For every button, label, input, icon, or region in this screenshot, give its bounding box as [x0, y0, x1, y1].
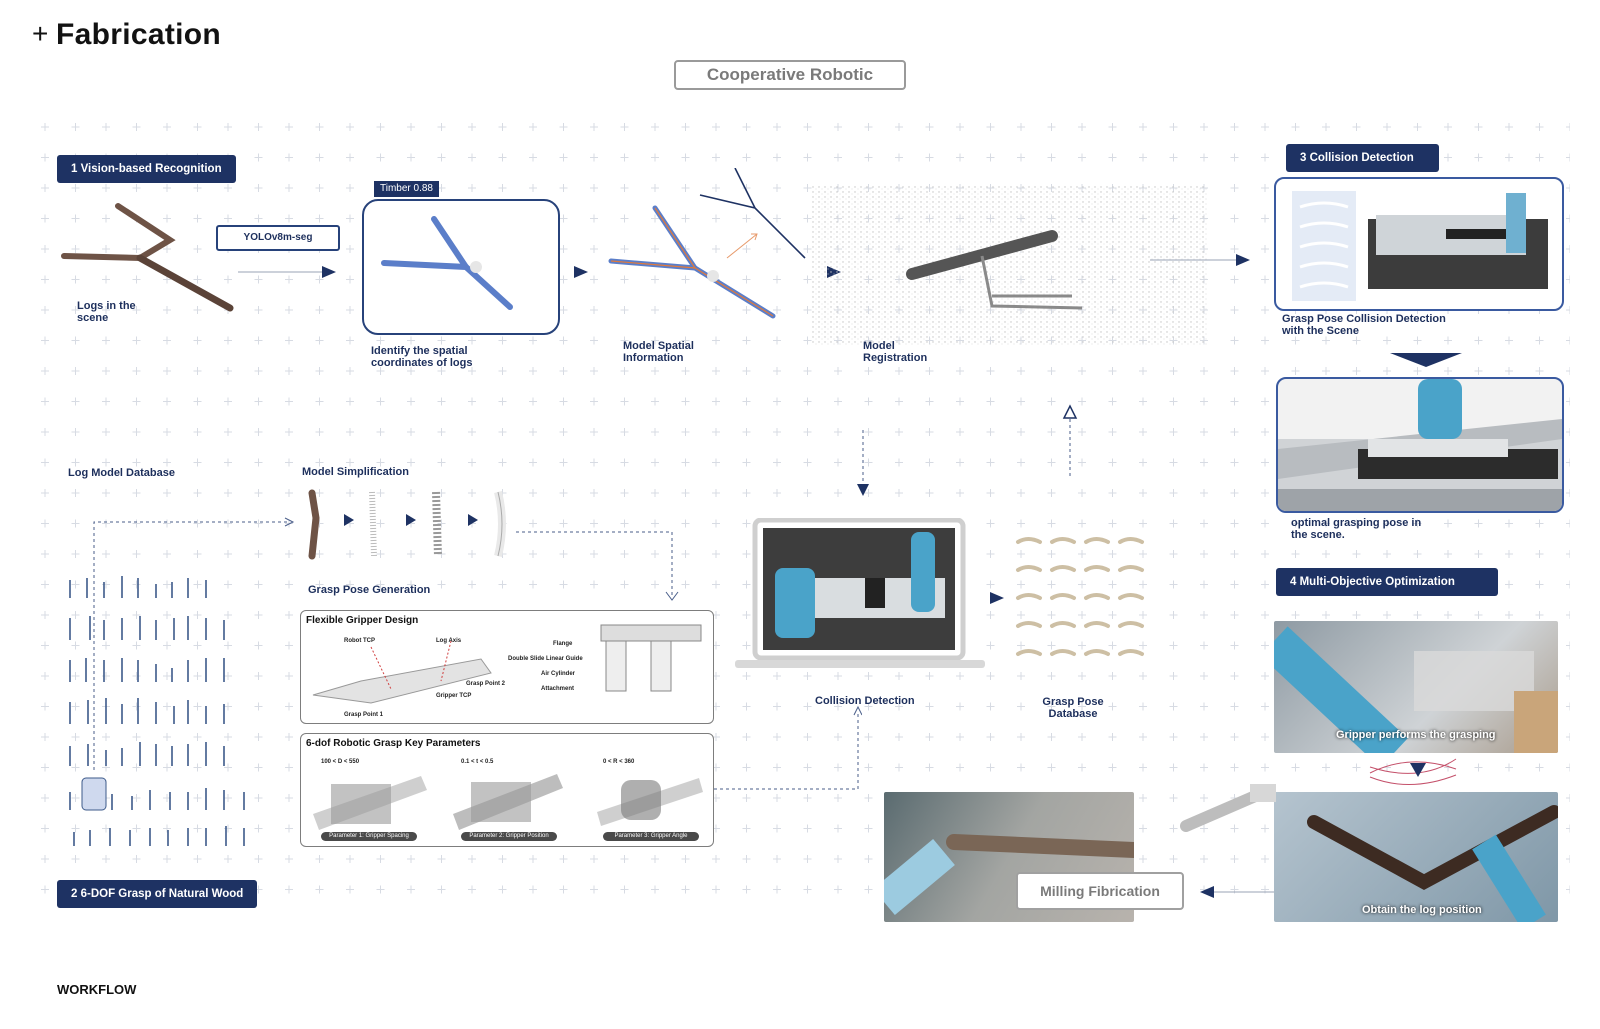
grasp-pose-database-grid	[1016, 537, 1144, 656]
identify-coordinates-label: Identify the spatial coordinates of logs	[371, 345, 473, 369]
optimal-pose-box	[1276, 377, 1564, 513]
logs-in-scene-label: Logs in the scene	[77, 300, 136, 324]
milling-illustration	[884, 834, 1134, 916]
milling-photo	[884, 792, 1134, 922]
collision-detection-label: Collision Detection	[815, 695, 915, 707]
obtain-log-caption: Obtain the log position	[1362, 904, 1482, 916]
page-title: Fabrication	[56, 18, 221, 51]
gripper-tool-image	[1180, 784, 1276, 832]
segmentation-box	[362, 199, 560, 335]
step-3-badge: 3 Collision Detection	[1286, 144, 1439, 172]
grasp-pose-database-label: Grasp Pose Database	[1042, 696, 1104, 720]
grasp-collision-caption: Grasp Pose Collision Detection with the …	[1282, 313, 1446, 337]
pill-gripper-angle: Parameter 3: Gripper Angle	[603, 832, 699, 841]
pill-gripper-position: Parameter 2: Gripper Position	[461, 832, 557, 841]
log-in-scene-image	[61, 203, 234, 312]
label-air-cylinder: Air Cylinder	[541, 671, 576, 677]
segmented-log-image	[381, 216, 513, 310]
milling-fabrication-box: Milling Fibrication	[1016, 872, 1184, 910]
range-gripper-position: 0.1 < t < 0.5	[461, 759, 494, 765]
optimal-pose-caption: optimal grasping pose in the scene.	[1291, 517, 1422, 541]
workflow-label: WORKFLOW	[57, 982, 137, 997]
arrow-to-milling	[1200, 886, 1274, 898]
arrow-to-segmentation	[238, 266, 336, 278]
optimization-chart-strip	[1369, 758, 1457, 785]
arrow-to-grasp-db	[990, 592, 1004, 604]
arrow-to-collision	[1150, 254, 1250, 266]
registration-collision-connectors	[857, 404, 1078, 496]
log-model-database-label: Log Model Database	[68, 467, 175, 479]
optimal-pose-image	[1278, 379, 1562, 511]
gripper-grasping-caption: Gripper performs the grasping	[1336, 729, 1496, 741]
yolo-model-box: YOLOv8m-seg	[216, 225, 340, 251]
label-double-slide: Double Slide Linear Guide	[508, 656, 583, 662]
params-to-collision-connector	[714, 705, 862, 790]
plus-icon: +	[32, 18, 49, 49]
parameters-diagram	[313, 774, 703, 830]
database-dashed-connector	[93, 517, 295, 770]
collision-detection-laptop	[735, 518, 985, 668]
collision-scene-box	[1274, 177, 1564, 311]
label-grasp-point-2: Grasp Point 2	[466, 681, 506, 687]
gripper-diagram	[312, 624, 702, 704]
label-robot-tcp: Robot TCP	[344, 638, 375, 644]
obtain-log-illustration	[1307, 805, 1558, 922]
spatial-info-label: Model Spatial Information	[623, 340, 694, 364]
label-log-axis: Log Axis	[436, 638, 462, 644]
timber-confidence-tag: Timber 0.88	[374, 181, 439, 197]
label-attachment: Attachment	[541, 686, 575, 692]
cooperative-robotic-header: Cooperative Robotic	[674, 60, 906, 90]
grasp-parameters-panel: 6-dof Robotic Grasp Key Parameters 100 <…	[300, 733, 714, 847]
step-2-badge: 2 6-DOF Grasp of Natural Wood	[57, 880, 258, 908]
step-4-badge: 4 Multi-Objective Optimization	[1276, 568, 1498, 596]
label-grasp-point-1: Grasp Point 1	[344, 712, 384, 718]
range-gripper-spacing: 100 < D < 550	[321, 759, 360, 765]
obtain-log-photo: Obtain the log position	[1274, 792, 1558, 922]
simplification-sequence	[308, 489, 679, 601]
step-1-badge: 1 Vision-based Recognition	[57, 155, 236, 183]
gripper-grasping-illustration	[1274, 626, 1558, 753]
label-flange: Flange	[553, 641, 573, 647]
grasp-pose-generation-label: Grasp Pose Generation	[308, 584, 431, 596]
down-arrow-wide	[1390, 353, 1462, 367]
arrow-to-spatial	[574, 266, 588, 278]
gripper-grasping-photo: Gripper performs the grasping	[1274, 621, 1558, 753]
collision-scene-image	[1292, 191, 1548, 301]
model-simplification-label: Model Simplification	[302, 466, 409, 478]
point-cloud-registration-image	[812, 186, 1207, 346]
range-gripper-angle: 0 < R < 360	[603, 759, 635, 765]
label-gripper-tcp: Gripper TCP	[436, 693, 472, 699]
flexible-gripper-panel: Flexible Gripper Design Robot TCP Log Ax…	[300, 610, 714, 724]
pill-gripper-spacing: Parameter 1: Gripper Spacing	[321, 832, 417, 841]
params-panel-title: 6-dof Robotic Grasp Key Parameters	[306, 738, 481, 749]
gripper-panel-title: Flexible Gripper Design	[306, 615, 419, 626]
log-database-grid	[69, 576, 245, 846]
spatial-model-image	[608, 168, 806, 319]
registration-label: Model Registration	[863, 340, 928, 364]
